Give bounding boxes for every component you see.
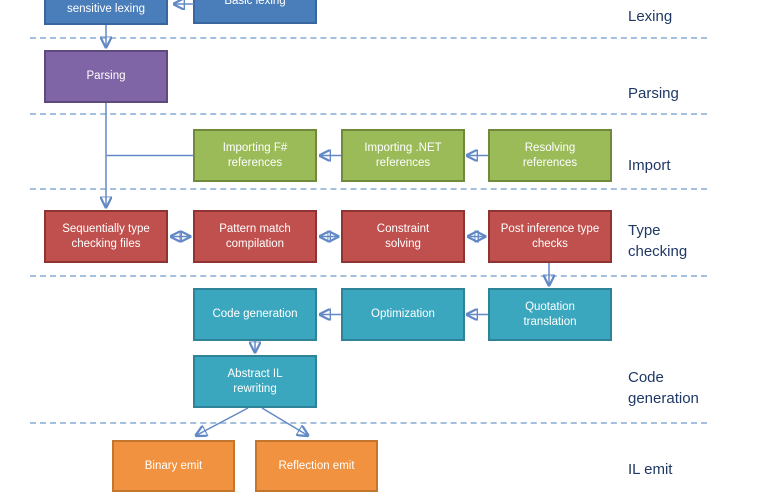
section-label-import: Import bbox=[628, 157, 671, 174]
divider-parsing-import bbox=[30, 113, 707, 115]
box-reflection-emit: Reflection emit bbox=[255, 440, 378, 492]
box-pattern-match-compilation: Pattern match compilation bbox=[193, 210, 317, 263]
section-label-parsing: Parsing bbox=[628, 85, 679, 102]
box-importing-dotnet-references: Importing .NET references bbox=[341, 129, 465, 182]
box-post-inference-type-checks: Post inference type checks bbox=[488, 210, 612, 263]
divider-import-typechecking bbox=[30, 188, 707, 190]
section-label-il-emit: IL emit bbox=[628, 461, 673, 478]
section-label-type-checking: Type checking bbox=[628, 222, 688, 260]
box-sequentially-type-checking-files: Sequentially type checking files bbox=[44, 210, 168, 263]
divider-lexing-parsing bbox=[30, 37, 707, 39]
box-sensitive-lexing: sensitive lexing bbox=[44, 0, 168, 25]
box-optimization: Optimization bbox=[341, 288, 465, 341]
box-parsing: Parsing bbox=[44, 50, 168, 103]
box-quotation-translation: Quotation translation bbox=[488, 288, 612, 341]
box-binary-emit: Binary emit bbox=[112, 440, 235, 492]
divider-typechecking-codegen bbox=[30, 275, 707, 277]
box-code-generation: Code generation bbox=[193, 288, 317, 341]
box-abstract-il-rewriting: Abstract IL rewriting bbox=[193, 355, 317, 408]
box-resolving-references: Resolving references bbox=[488, 129, 612, 182]
box-basic-lexing: Basic lexing bbox=[193, 0, 317, 24]
section-label-lexing: Lexing bbox=[628, 8, 673, 25]
divider-codegen-ilemit bbox=[30, 422, 707, 424]
box-constraint-solving: Constraint solving bbox=[341, 210, 465, 263]
section-label-code-generation: Code generation bbox=[628, 369, 699, 407]
box-importing-fsharp-references: Importing F# references bbox=[193, 129, 317, 182]
